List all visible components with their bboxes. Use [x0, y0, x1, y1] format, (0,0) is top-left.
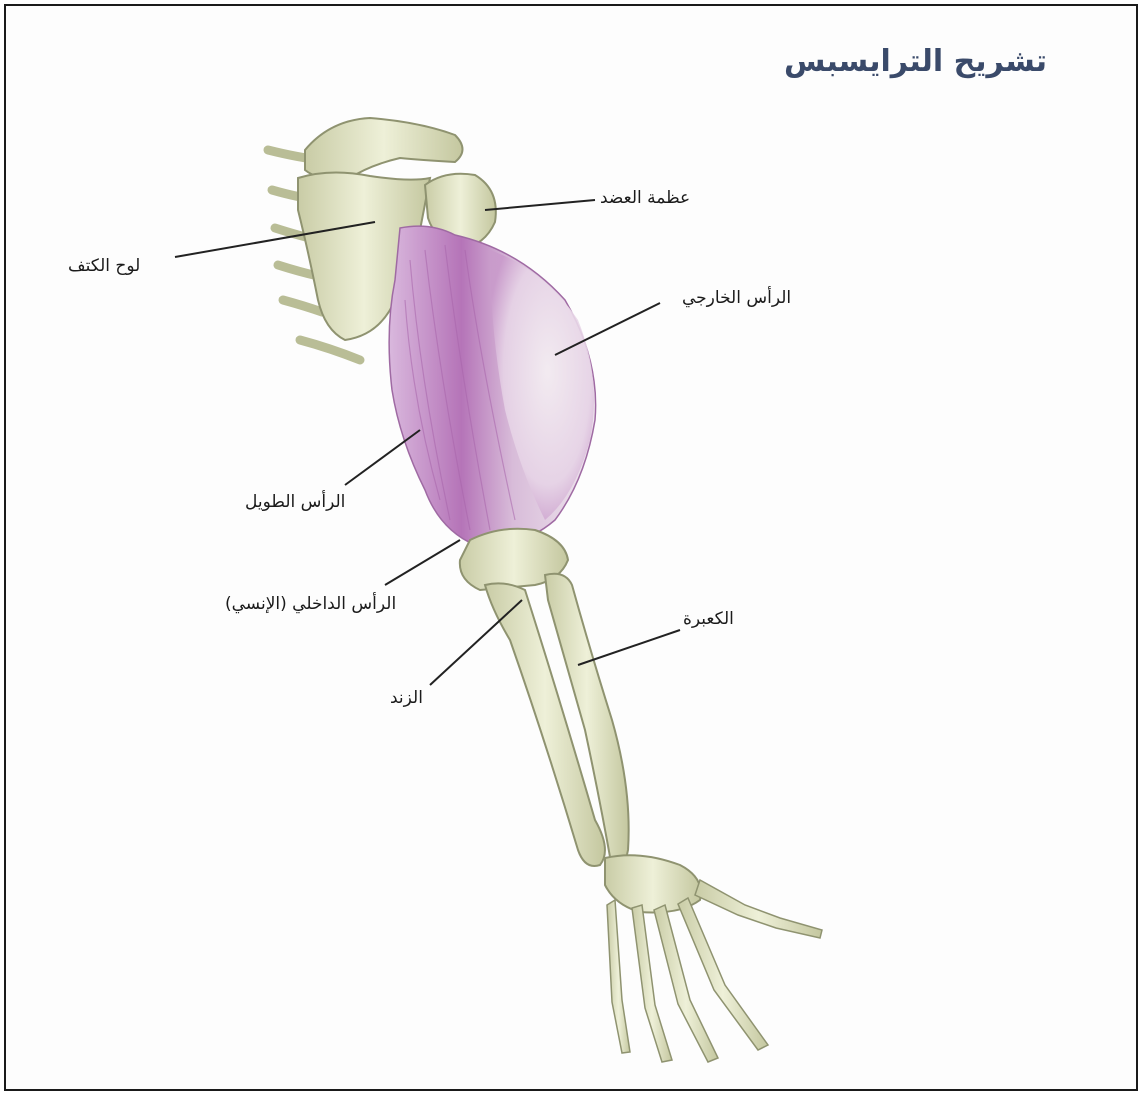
- label-humerus: عظمة العضد: [600, 188, 690, 208]
- label-radius: الكعبرة: [683, 609, 734, 629]
- leader-long-head: [345, 430, 420, 485]
- label-scapula: لوح الكتف: [68, 256, 140, 276]
- clavicle-shape: [305, 118, 463, 179]
- leader-humerus: [485, 200, 595, 210]
- leader-radius: [578, 630, 680, 665]
- hand-bones: [607, 880, 822, 1062]
- leader-medial-head: [385, 540, 460, 585]
- page-title: تشريح الترايسبس: [784, 44, 1047, 79]
- label-ulna: الزند: [390, 688, 423, 708]
- leader-ulna: [430, 600, 522, 685]
- label-lateral-head: الرأس الخارجي: [682, 288, 791, 308]
- label-long-head: الرأس الطويل: [245, 492, 345, 512]
- label-medial-head: الرأس الداخلي (الإنسي): [225, 594, 396, 614]
